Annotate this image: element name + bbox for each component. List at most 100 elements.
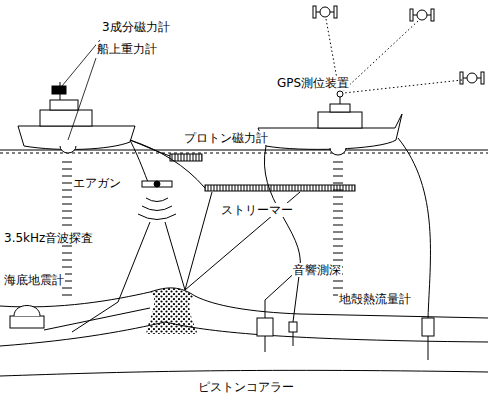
instrument-label: プロトン磁力計 (183, 131, 269, 145)
seismic-rays-part (138, 214, 176, 220)
acoustic-pulses-part (62, 169, 72, 170)
gps-satellite-part-part (344, 80, 462, 93)
gps-satellite-part (460, 72, 484, 84)
acoustic-pulses-part (62, 225, 72, 226)
heat-flow-probe (398, 138, 434, 360)
towed-instruments-part (205, 185, 355, 191)
ocean-bottom-seismometer-part (14, 306, 40, 317)
gps-satellite-part-part (463, 78, 467, 79)
acoustic-pulses-part (333, 225, 343, 226)
gps-satellite-part-part (477, 78, 481, 79)
seismic-rays-part (185, 192, 300, 290)
ocean-bottom-seismometer-part (10, 316, 44, 328)
seafloor-part (0, 322, 488, 346)
acoustic-pulses-part (333, 183, 343, 184)
acoustic-pulses-part (333, 288, 343, 289)
acoustic-pulses-part (62, 288, 72, 289)
acoustic-pulses-part (62, 267, 72, 268)
acoustic-pulses-part (62, 260, 72, 261)
acoustic-pulses-part (333, 190, 343, 191)
heat-flow-probe-part (428, 336, 429, 360)
acoustic-pulses-part (333, 176, 343, 177)
instrument-label: 3.5kHz音波探査 (3, 231, 94, 245)
towed-instruments-part (142, 181, 172, 187)
instrument-label: 3成分磁力計 (101, 20, 171, 34)
gps-satellite-part-part (316, 12, 320, 13)
gps-satellite-part-part (320, 7, 330, 17)
survey-ship-right-part (330, 104, 350, 112)
acoustic-pulses-part (62, 190, 72, 191)
acoustic-pulses-part (62, 246, 72, 247)
seafloor-part (0, 288, 488, 318)
towed-instruments-part (154, 181, 160, 187)
ocean-bottom-seismometer-part (44, 308, 150, 330)
instrument-label: 海底地震計 (3, 273, 65, 287)
gps-satellite-part-part (467, 73, 477, 83)
survey-ship-right-part (330, 148, 346, 155)
survey-illustration-part (0, 6, 488, 376)
acoustic-pulses-part (62, 211, 72, 212)
acoustic-pulses-part (333, 260, 343, 261)
acoustic-pulses-part (62, 197, 72, 198)
acoustic-pulses-part (62, 218, 72, 219)
piston-corer-part (257, 318, 273, 336)
acoustic-pulses-part (333, 218, 343, 219)
gps-satellite-part-part (330, 12, 334, 13)
acoustic-pulses-part (333, 281, 343, 282)
acoustic-pulses-part (333, 211, 343, 212)
acoustic-pulses-part (62, 204, 72, 205)
seismic-rays-part (165, 222, 185, 290)
instrument-label: 音響測深 (292, 263, 342, 277)
heat-flow-probe-part (398, 138, 430, 318)
instrument-label: GPS測位装置 (276, 76, 350, 90)
acoustic-pulses-part (62, 253, 72, 254)
gps-satellite-part-part (481, 72, 484, 84)
survey-ship-left-part (50, 100, 78, 110)
acoustic-pulses-part (62, 295, 72, 296)
heat-flow-probe-part (422, 318, 434, 336)
ocean-bottom-seismometer (10, 306, 150, 331)
acoustic-pulses (62, 162, 343, 295)
gps-satellite-part-part (460, 72, 463, 84)
gps-satellite-part (313, 6, 337, 18)
sediment-mound (146, 288, 198, 334)
gps-satellite-part-part (427, 15, 431, 16)
acoustic-pulses-part (333, 162, 343, 163)
gps-satellite-part (410, 9, 434, 21)
gps-satellite-part-part (410, 9, 413, 21)
acoustic-pulses-part (333, 246, 343, 247)
survey-ship-left-part (40, 110, 92, 126)
acoustic-pulses-part (333, 239, 343, 240)
sea-surface-part (0, 153, 488, 154)
acoustic-pulses-part (333, 232, 343, 233)
seismic-rays-part (72, 302, 118, 332)
acoustic-pulses-part (333, 169, 343, 170)
survey-ship-left-part (18, 126, 135, 149)
acoustic-pulses-part (333, 204, 343, 205)
seafloor (0, 288, 488, 376)
piston-corer-part (293, 332, 294, 346)
seismic-rays-part (142, 206, 172, 211)
survey-ship-left-part (60, 146, 76, 153)
acoustic-pulses-part (62, 183, 72, 184)
piston-corer-part (265, 300, 266, 318)
acoustic-pulses-part (62, 162, 72, 163)
towed-instruments-part (170, 154, 202, 161)
acoustic-pulses-part (333, 253, 343, 254)
acoustic-pulses-part (333, 197, 343, 198)
instrument-label: 船上重力計 (96, 42, 158, 56)
seismic-rays-part (118, 222, 150, 302)
towed-instruments (130, 140, 355, 191)
seismic-rays (72, 192, 300, 332)
gps-satellite-part-part (313, 6, 316, 18)
gps-satellite-part-part (417, 10, 427, 20)
acoustic-pulses-part (62, 176, 72, 177)
survey-ship-right (258, 91, 402, 155)
survey-ship-left-part (52, 86, 66, 94)
gps-satellite-part-part (343, 21, 418, 91)
piston-corer-part (265, 336, 266, 352)
towed-instruments-part (130, 140, 205, 188)
survey-ship-right-part (337, 91, 343, 97)
